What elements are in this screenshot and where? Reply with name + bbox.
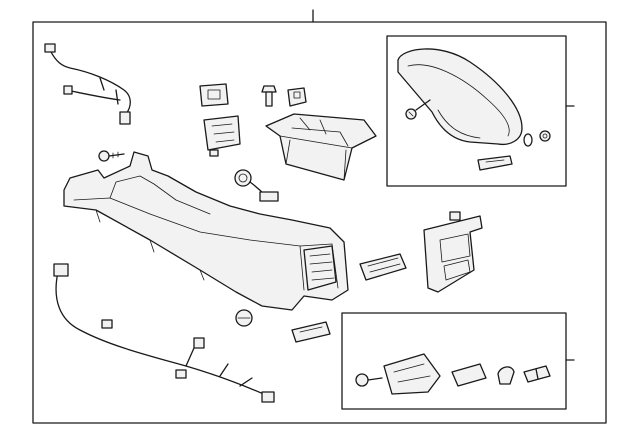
switch-bezel <box>199 83 229 107</box>
inset-bracket <box>383 353 441 395</box>
lid-screw <box>405 99 431 120</box>
lid-bumper-ring <box>523 130 551 147</box>
lid-hinge-bracket <box>477 155 513 171</box>
console-body <box>63 151 349 311</box>
storage-tray <box>265 113 377 181</box>
console-rear-vent-face <box>303 245 337 291</box>
armrest-lid <box>397 48 523 146</box>
inset-bracket-box <box>341 312 567 410</box>
round-plug <box>235 309 253 327</box>
switch-module <box>203 115 241 157</box>
inset-plate <box>451 363 487 387</box>
inset-clip <box>497 366 515 385</box>
inset-bolt <box>355 373 383 387</box>
rear-vent-small <box>359 253 407 281</box>
screw-left <box>98 150 125 162</box>
inset-push-pin <box>523 365 551 383</box>
upper-wiring-harness <box>44 43 131 125</box>
rear-vent-bezel <box>423 211 483 293</box>
inset-armrest-box <box>386 35 567 187</box>
bolt-top <box>261 85 277 107</box>
grommet-connector <box>234 169 279 202</box>
diagram-frame <box>32 9 607 424</box>
lower-wiring-harness <box>53 263 275 403</box>
clip-top <box>287 87 307 107</box>
storage-clip <box>291 321 331 343</box>
